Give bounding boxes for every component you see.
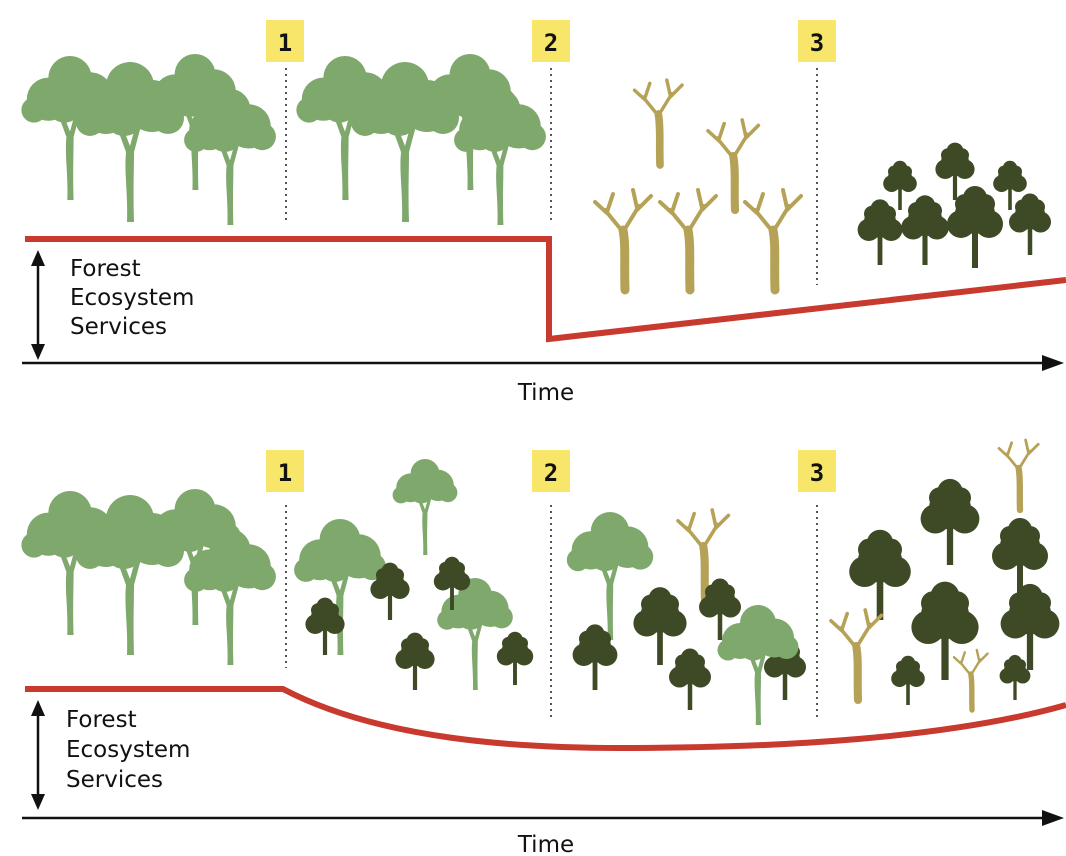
marker-3: 3 — [798, 450, 836, 492]
y-axis-arrow — [31, 700, 45, 810]
svg-text:2: 2 — [544, 459, 558, 487]
y-label-line-3: Services — [70, 314, 167, 340]
y-label-line-2: Ecosystem — [70, 285, 194, 311]
top-panel: 1 2 3 Forest Ecosystem Services Time — [21, 20, 1066, 406]
svg-text:3: 3 — [810, 29, 824, 57]
marker-3: 3 — [798, 20, 836, 62]
time-axis — [22, 355, 1064, 371]
x-label: Time — [517, 380, 574, 406]
y-label-line-1: Forest — [70, 256, 141, 282]
marker-1: 1 — [266, 450, 304, 492]
y-axis-arrow — [31, 250, 45, 360]
y-label-line-3: Services — [66, 767, 163, 793]
svg-text:2: 2 — [544, 29, 558, 57]
svg-text:1: 1 — [278, 459, 292, 487]
time-axis — [22, 810, 1064, 826]
svg-text:1: 1 — [278, 29, 292, 57]
marker-1: 1 — [266, 20, 304, 62]
marker-2: 2 — [532, 20, 570, 62]
marker-2: 2 — [532, 450, 570, 492]
y-label-line-1: Forest — [66, 707, 137, 733]
svg-text:3: 3 — [810, 459, 824, 487]
x-label: Time — [517, 832, 574, 856]
y-label-line-2: Ecosystem — [66, 737, 190, 763]
bottom-panel: 1 2 3 Forest Ecosystem Services Time — [21, 440, 1066, 856]
